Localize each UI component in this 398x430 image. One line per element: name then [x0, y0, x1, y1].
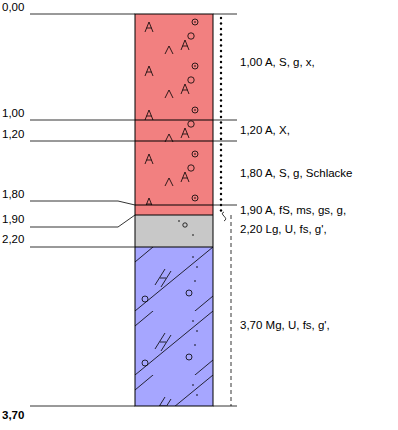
dot — [220, 187, 222, 189]
dot — [220, 198, 222, 200]
dot — [220, 121, 222, 123]
right-markers — [213, 14, 237, 406]
dot — [220, 132, 222, 134]
dot — [220, 94, 222, 96]
dot — [220, 110, 222, 112]
dot — [220, 77, 222, 79]
dot — [220, 22, 222, 24]
layer-description: 1,90 A, fS, ms, gs, g, — [240, 203, 346, 217]
dot — [220, 165, 222, 167]
dot — [220, 39, 222, 41]
water-dots — [220, 17, 222, 212]
dot — [220, 72, 222, 74]
layer-description: 1,80 A, S, g, Schlacke — [240, 166, 353, 180]
dot — [220, 160, 222, 162]
dot — [220, 88, 222, 90]
dot — [220, 204, 222, 206]
fill-layer — [135, 14, 213, 205]
dot — [220, 149, 222, 151]
fill-symbols — [135, 14, 213, 205]
dot — [220, 182, 222, 184]
dot — [220, 33, 222, 35]
depth-label: 1,90 — [2, 212, 24, 226]
dot — [220, 127, 222, 129]
depth-ticks — [30, 14, 135, 406]
sand-layer — [135, 205, 213, 215]
dot — [220, 154, 222, 156]
loess-layer — [135, 215, 213, 247]
layer-description: 3,70 Mg, U, fs, g', — [240, 318, 330, 332]
dot — [220, 105, 222, 107]
dot — [220, 55, 222, 57]
depth-label: 1,20 — [2, 127, 24, 141]
marl-symbols — [135, 247, 213, 406]
marl-layer — [135, 247, 213, 406]
dot — [220, 17, 222, 19]
dot — [220, 171, 222, 173]
layer-description: 2,20 Lg, U, fs, g', — [240, 222, 327, 236]
loess-symbols — [135, 215, 213, 247]
dot — [220, 28, 222, 30]
depth-label: 1,00 — [2, 106, 24, 120]
column-outline — [135, 14, 213, 406]
depth-label: 1,80 — [2, 187, 24, 201]
dot — [220, 193, 222, 195]
dot — [220, 99, 222, 101]
dot — [220, 116, 222, 118]
depth-label: 0,00 — [2, 0, 24, 14]
dot — [220, 83, 222, 85]
layer-description: 1,20 A, X, — [240, 123, 290, 137]
dot — [220, 209, 222, 211]
dot — [220, 176, 222, 178]
layer-description: 1,00 A, S, g, x, — [240, 55, 315, 69]
layer-boundaries — [135, 120, 213, 247]
dot — [220, 66, 222, 68]
depth-label: 3,70 — [2, 408, 24, 422]
dot — [220, 44, 222, 46]
depth-label: 2,20 — [2, 232, 24, 246]
dot — [220, 61, 222, 63]
dot — [220, 138, 222, 140]
dot — [220, 50, 222, 52]
dot — [220, 143, 222, 145]
